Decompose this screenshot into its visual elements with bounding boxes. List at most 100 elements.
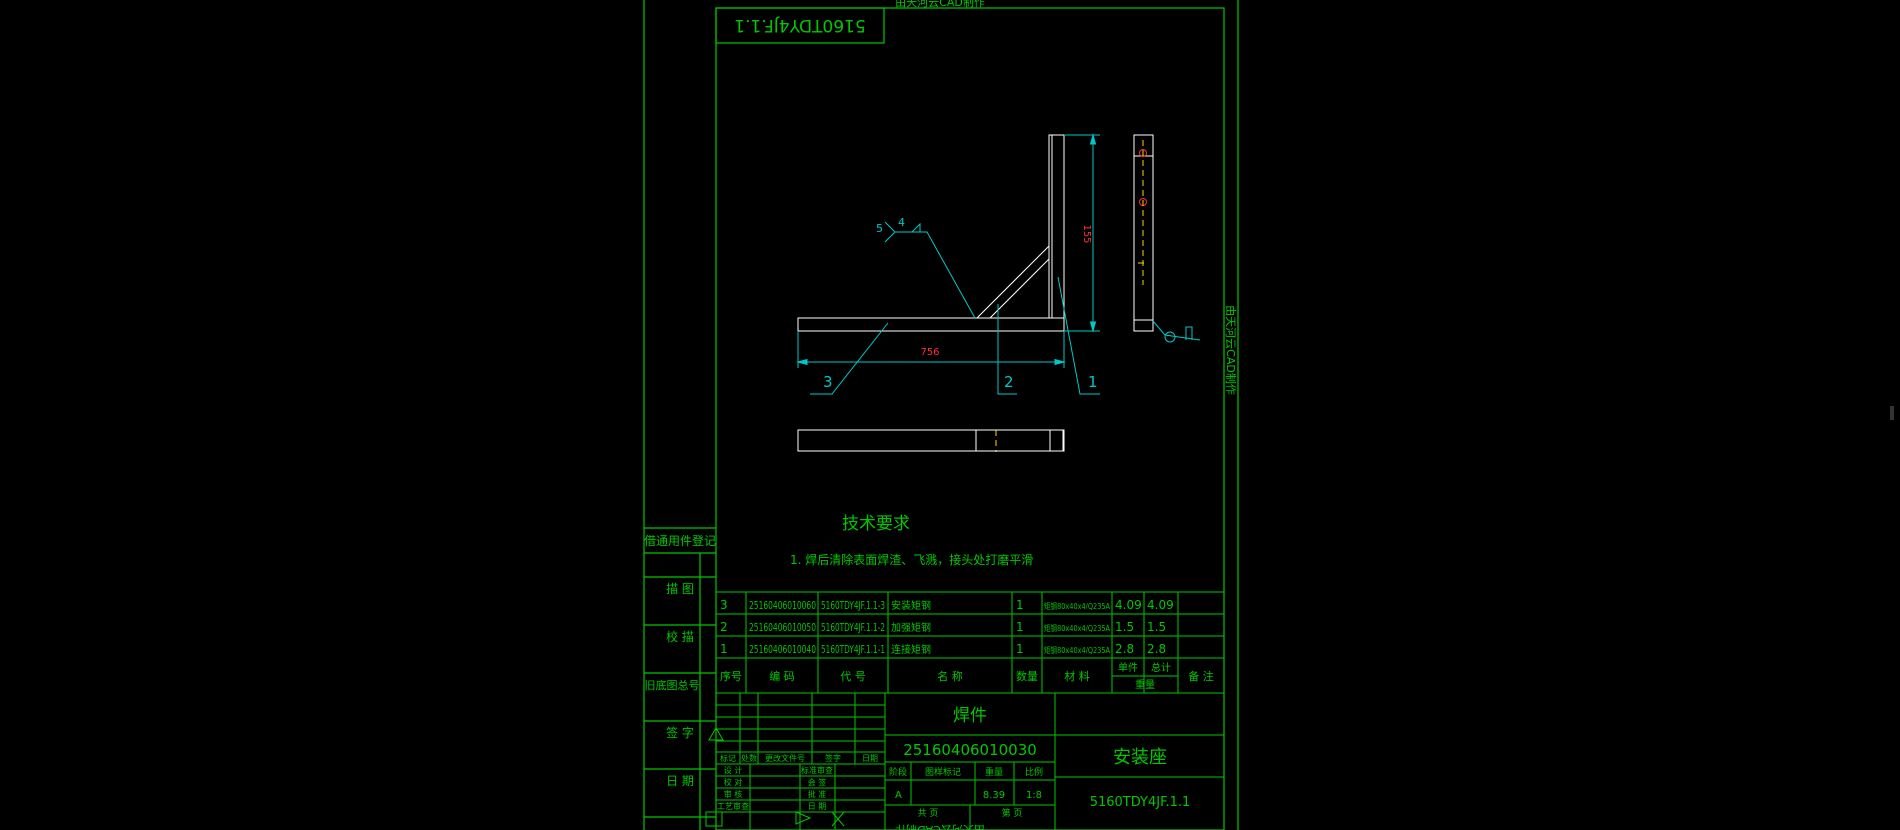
left-strip-label: 旧底图总号: [645, 678, 700, 692]
tb-name: 安装座: [1113, 747, 1167, 768]
rev-header: 日期: [862, 754, 878, 763]
left-strip-label: 日 期: [666, 774, 694, 788]
notes-title: 技术要求: [842, 514, 910, 534]
balloon-labels: 3 2 1: [823, 373, 1098, 391]
bom-mat: 矩钢80x40x4/Q235A: [1044, 601, 1110, 611]
bom-unit: 2.8: [1115, 642, 1134, 656]
balloon-2: 2: [1004, 373, 1014, 391]
bom-unit: 4.09: [1115, 598, 1142, 612]
dimensions: [796, 133, 1100, 368]
role-label: 校 对: [724, 777, 743, 787]
part-1-upright: [1048, 134, 1065, 319]
rev-header: 签字: [825, 753, 841, 763]
tb-scale: 1:8: [1026, 790, 1042, 801]
left-strip-label: 校 描: [666, 629, 694, 644]
bom-qty: 1: [1016, 642, 1024, 656]
bom-no: 2: [720, 620, 728, 634]
top-view-tube: [797, 429, 1065, 452]
outer-border: [643, 0, 1239, 830]
weld-fillet: [911, 222, 921, 233]
title-block-text: 焊件 25160406010030 安装座 5160TDY4JF.1.1 阶段 …: [889, 706, 1190, 819]
bom-unit: 1.5: [1115, 620, 1134, 634]
tb-code: 25160406010030: [903, 741, 1037, 759]
bom-no: 3: [720, 598, 728, 612]
bom-header: 名 称: [937, 669, 963, 683]
bom-header: 代 号: [840, 670, 866, 683]
leader-part-2: [997, 304, 1017, 395]
dim-arrow: [1054, 358, 1066, 366]
bom-code: 25160406010060: [749, 599, 816, 612]
flipped-drawing-number: 5160TDY4JF.1.1: [734, 15, 866, 35]
cross-mark: [831, 811, 845, 827]
bom-rows: 3 25160406010060 5160TDY4JF.1.1-3 安装矩钢 1…: [720, 598, 1174, 656]
role-label: 批 准: [808, 789, 827, 799]
watermark-right: 由天河云CAD制作: [1224, 305, 1238, 395]
corner-box: [705, 811, 723, 827]
bom-qty: 1: [1016, 620, 1024, 634]
left-strip-label: 描 图: [666, 582, 694, 596]
bom-headers: 序号 编 码 代 号 名 称 数量 材 料 单件 总计 重量 备 注: [720, 661, 1214, 691]
role-label: 日 期: [808, 802, 827, 811]
bom-code: 25160406010040: [749, 643, 816, 656]
dim-vertical-text: 155: [1081, 224, 1092, 243]
part-2-brace-top: [976, 245, 1050, 319]
part-2-brace-bottom: [989, 258, 1050, 319]
dim-arrow: [796, 358, 808, 366]
bom-total: 4.09: [1147, 598, 1174, 612]
bom-code: 25160406010050: [749, 621, 816, 634]
side-weld-all-around: [1164, 331, 1176, 343]
rev-header: 处数: [741, 753, 757, 763]
tb-weight-hdr: 重量: [985, 766, 1003, 778]
leader-part-3: [810, 322, 889, 395]
scrollbar-marker[interactable]: [1890, 406, 1894, 420]
tb-type: 焊件: [953, 706, 987, 726]
dim-arrow: [1089, 321, 1097, 333]
bom-mat: 矩钢80x40x4/Q235A: [1044, 623, 1110, 633]
bom-header: 备 注: [1188, 669, 1214, 683]
role-label: 工艺审查: [717, 801, 749, 811]
tb-stage: A: [895, 790, 902, 801]
bom-total: 1.5: [1147, 620, 1166, 634]
bom-name: 加强矩钢: [891, 621, 931, 634]
dim-horizontal-text: 756: [920, 347, 939, 358]
bom-ref: 5160TDY4JF.1.1-3: [821, 599, 885, 612]
watermark-top: 由天河云CAD制作: [895, 0, 985, 9]
leader-part-1: [1057, 276, 1100, 395]
bom-header: 总计: [1151, 661, 1171, 674]
weld-size-label: 4: [898, 216, 905, 229]
tb-scale-hdr: 比例: [1025, 766, 1043, 778]
role-label: 设 计: [724, 765, 743, 775]
tb-sheets-total: 共 页: [918, 808, 939, 819]
side-upright: [1133, 134, 1154, 332]
side-weld-fillet: [1185, 326, 1193, 340]
sheet-frame: [643, 0, 1239, 830]
bom-ref: 5160TDY4JF.1.1-1: [821, 643, 885, 656]
bom-name: 连接矩钢: [891, 643, 931, 656]
bom-header: 材 料: [1064, 669, 1090, 683]
rev-header: 标记: [720, 753, 736, 763]
bom-header: 序号: [720, 669, 742, 683]
bom-header: 单件: [1118, 662, 1138, 674]
role-label: 标准审查: [801, 765, 833, 775]
bom-header: 重量: [1135, 678, 1155, 691]
triangle-mark: [795, 811, 812, 825]
weld-count-label: 5: [876, 222, 883, 235]
bom-header: 数量: [1016, 670, 1038, 683]
top-view-upright: [1049, 429, 1064, 452]
left-strip-label: 签 字: [666, 725, 694, 740]
tb-mark-hdr: 图样标记: [925, 766, 961, 778]
flipped-number-box: [715, 7, 885, 44]
bom-qty: 1: [1016, 598, 1024, 612]
dim-arrow: [1089, 133, 1097, 145]
rev-header: 更改文件号: [765, 753, 805, 763]
hole: [1139, 149, 1147, 157]
bom-ref: 5160TDY4JF.1.1-2: [821, 621, 885, 634]
tb-weight: 8.39: [983, 790, 1005, 801]
role-label: 会 签: [808, 777, 827, 787]
title-block-grid: [705, 692, 1225, 830]
bom-name: 安装矩钢: [891, 599, 931, 612]
top-view: [797, 429, 1065, 452]
tb-drawing-no: 5160TDY4JF.1.1: [1090, 795, 1191, 810]
leaders: [810, 221, 1201, 395]
